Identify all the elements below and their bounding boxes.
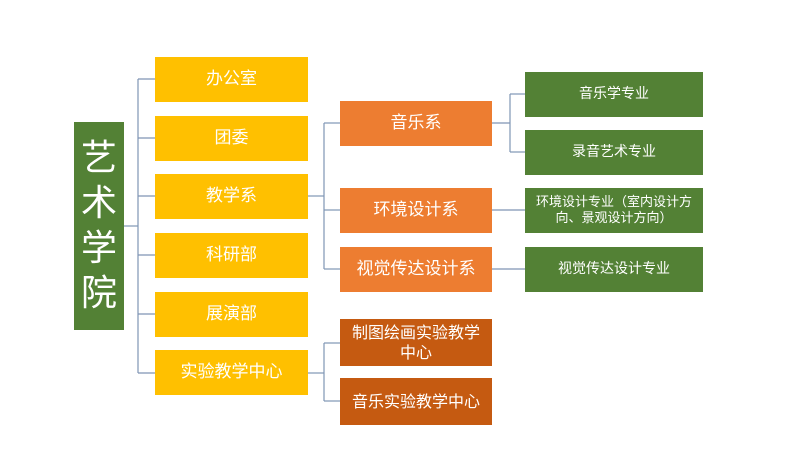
node-music-department: 音乐系 xyxy=(340,101,492,146)
node-musicology-major: 音乐学专业 xyxy=(525,72,703,117)
node-experimental-teaching-center: 实验教学中心 xyxy=(155,350,308,395)
node-office: 办公室 xyxy=(155,57,308,102)
node-youth-league: 团委 xyxy=(155,116,308,161)
node-environmental-design-department: 环境设计系 xyxy=(340,188,492,233)
node-research: 科研部 xyxy=(155,233,308,278)
node-visual-communication-department: 视觉传达设计系 xyxy=(340,247,492,292)
node-environmental-design-major: 环境设计专业（室内设计方向、景观设计方向） xyxy=(525,188,703,233)
node-recording-arts-major: 录音艺术专业 xyxy=(525,130,703,175)
root-char: 艺 xyxy=(80,138,117,179)
root-char: 院 xyxy=(80,273,117,314)
node-music-lab: 音乐实验教学中心 xyxy=(340,378,492,425)
node-drawing-painting-lab: 制图绘画实验教学中心 xyxy=(340,319,492,366)
root-char: 术 xyxy=(80,183,117,224)
node-visual-communication-major: 视觉传达设计专业 xyxy=(525,247,703,292)
root-char: 学 xyxy=(80,228,117,269)
root-node-art-college: 艺 术 学 院 xyxy=(74,122,124,330)
node-teaching-departments: 教学系 xyxy=(155,174,308,219)
node-performance: 展演部 xyxy=(155,292,308,337)
